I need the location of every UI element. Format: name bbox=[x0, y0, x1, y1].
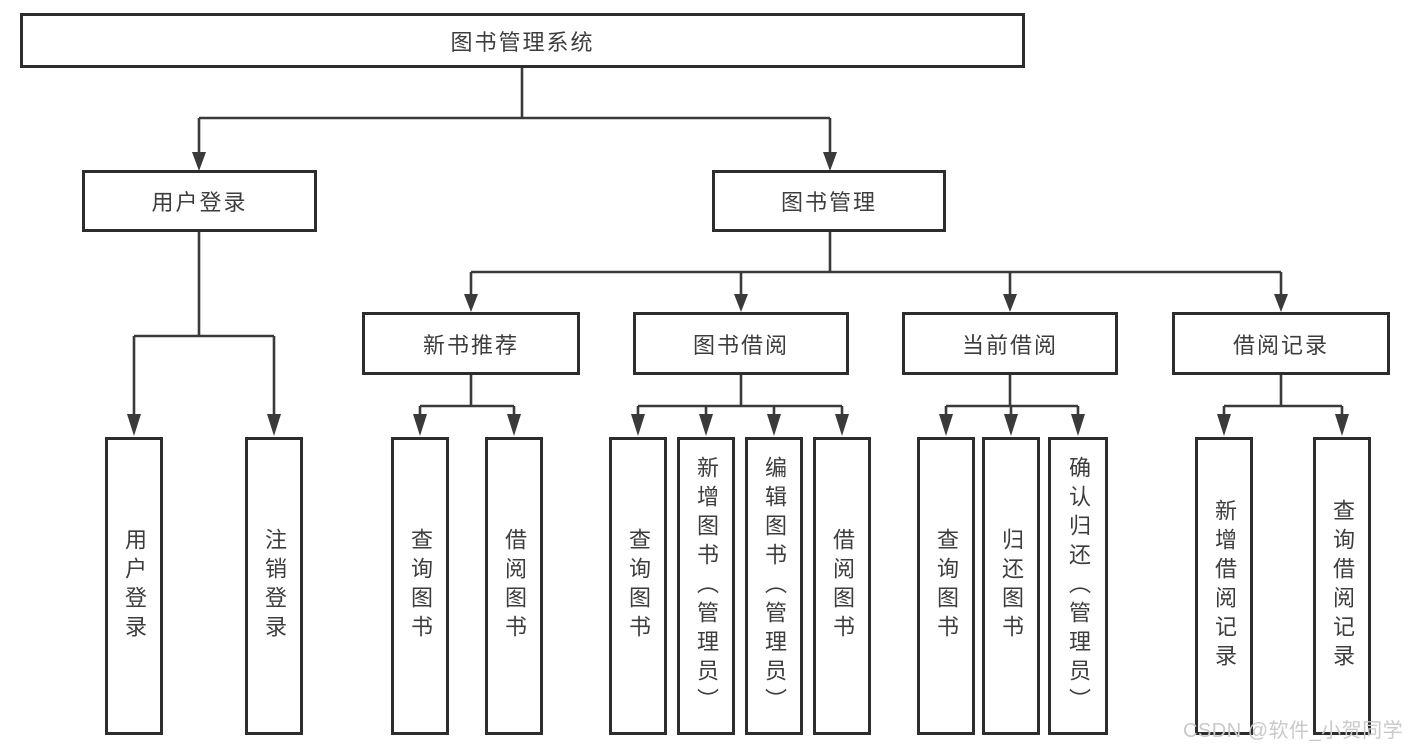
leaf-label: 借阅图书 bbox=[830, 528, 855, 644]
node-current-borrowing: 当前借阅 bbox=[902, 312, 1118, 375]
leaf-add-books-admin: 新增图书（管理员） bbox=[677, 437, 735, 735]
leaf-label: 查询图书 bbox=[626, 528, 651, 644]
leaf-confirm-return-admin: 确认归还（管理员） bbox=[1048, 437, 1108, 735]
leaf-label: 新增借阅记录 bbox=[1212, 499, 1237, 673]
leaf-add-borrow-record: 新增借阅记录 bbox=[1195, 437, 1253, 735]
node-new-book-recommend: 新书推荐 bbox=[362, 312, 580, 375]
leaf-label: 注销登录 bbox=[262, 528, 287, 644]
leaf-label: 查询借阅记录 bbox=[1330, 499, 1355, 673]
arrowheads bbox=[127, 152, 1349, 436]
node-label: 当前借阅 bbox=[961, 332, 1058, 358]
node-label: 图书管理系统 bbox=[450, 29, 595, 55]
leaf-user-login: 用户登录 bbox=[105, 437, 163, 735]
csdn-watermark: CSDN @软件_小贺同学 bbox=[1183, 720, 1404, 742]
leaf-label: 借阅图书 bbox=[502, 528, 527, 644]
leaf-label: 用户登录 bbox=[122, 528, 147, 644]
node-borrowing-records: 借阅记录 bbox=[1172, 312, 1390, 375]
leaf-edit-books-admin: 编辑图书（管理员） bbox=[745, 437, 803, 735]
leaf-label: 归还图书 bbox=[999, 528, 1024, 644]
leaf-query-books-borrowing: 查询图书 bbox=[609, 437, 667, 735]
leaf-label: 查询图书 bbox=[934, 528, 959, 644]
leaf-label: 编辑图书（管理员） bbox=[762, 455, 787, 717]
leaf-query-books-current: 查询图书 bbox=[917, 437, 975, 735]
leaf-logout: 注销登录 bbox=[245, 437, 303, 735]
node-label: 图书借阅 bbox=[692, 332, 789, 358]
leaf-borrow-books-recommend: 借阅图书 bbox=[485, 437, 543, 735]
leaf-borrow-books: 借阅图书 bbox=[813, 437, 871, 735]
node-library-management-system: 图书管理系统 bbox=[20, 13, 1025, 68]
leaf-query-books-recommend: 查询图书 bbox=[391, 437, 449, 735]
node-user-login: 用户登录 bbox=[82, 170, 317, 232]
node-label: 图书管理 bbox=[780, 190, 877, 215]
leaf-label: 查询图书 bbox=[408, 528, 433, 644]
node-label: 用户登录 bbox=[151, 190, 248, 215]
node-book-management: 图书管理 bbox=[712, 170, 946, 232]
leaf-return-books: 归还图书 bbox=[982, 437, 1040, 735]
leaf-label: 确认归还（管理员） bbox=[1066, 455, 1091, 717]
leaf-label: 新增图书（管理员） bbox=[694, 455, 719, 717]
node-book-borrowing: 图书借阅 bbox=[633, 312, 849, 375]
node-label: 借阅记录 bbox=[1232, 332, 1329, 358]
leaf-query-borrow-record: 查询借阅记录 bbox=[1313, 437, 1371, 735]
node-label: 新书推荐 bbox=[422, 332, 519, 358]
